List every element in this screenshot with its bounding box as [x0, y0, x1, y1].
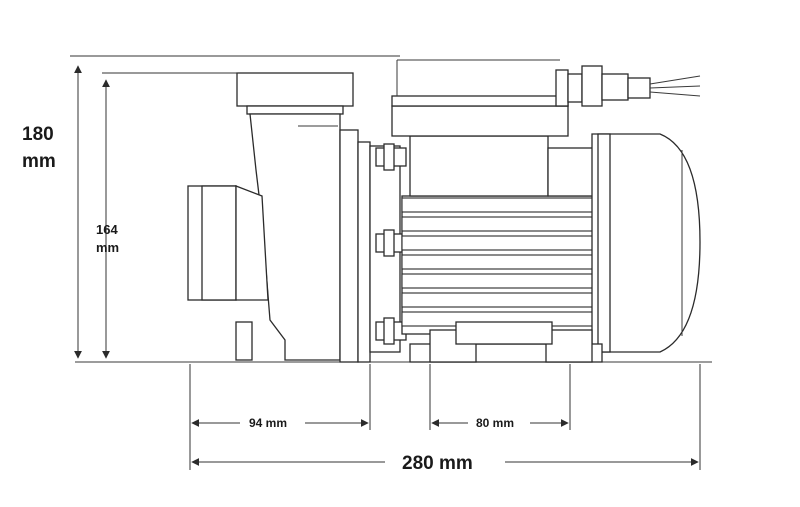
label-164-unit: mm — [96, 240, 119, 255]
pump-outline — [75, 59, 712, 363]
cable-wires — [649, 75, 701, 97]
dimension-labels: 180 mm 164 mm 94 mm 80 mm 280 mm — [22, 124, 514, 474]
fan-cover — [591, 133, 701, 353]
label-280mm: 280 mm — [402, 453, 473, 474]
bolt-middle-head — [383, 229, 395, 257]
label-180-unit: mm — [22, 151, 56, 172]
suction-inner — [201, 185, 237, 301]
label-180-value: 180 — [22, 124, 54, 145]
discharge-flange — [236, 72, 354, 107]
bolt-bottom-head — [383, 317, 395, 345]
terminal-lid-rim — [391, 95, 569, 107]
cooling-fins — [401, 197, 599, 327]
label-80mm: 80 mm — [476, 416, 514, 430]
motor-feet — [409, 321, 603, 363]
suction-throat — [235, 185, 269, 301]
flange-plate-mid — [357, 141, 371, 363]
terminal-lid — [391, 105, 569, 137]
bolt-top-head — [383, 143, 395, 171]
flange-plate-front — [339, 129, 359, 363]
terminal-box — [409, 135, 549, 197]
label-94mm: 94 mm — [249, 416, 287, 430]
cable-gland — [555, 65, 651, 107]
dimension-lines — [70, 55, 701, 470]
terminal-box-side — [547, 147, 595, 197]
discharge-neck — [246, 105, 344, 115]
label-164-value: 164 — [96, 222, 118, 237]
drain-plug — [235, 321, 253, 361]
fan-cover-band — [597, 133, 611, 353]
